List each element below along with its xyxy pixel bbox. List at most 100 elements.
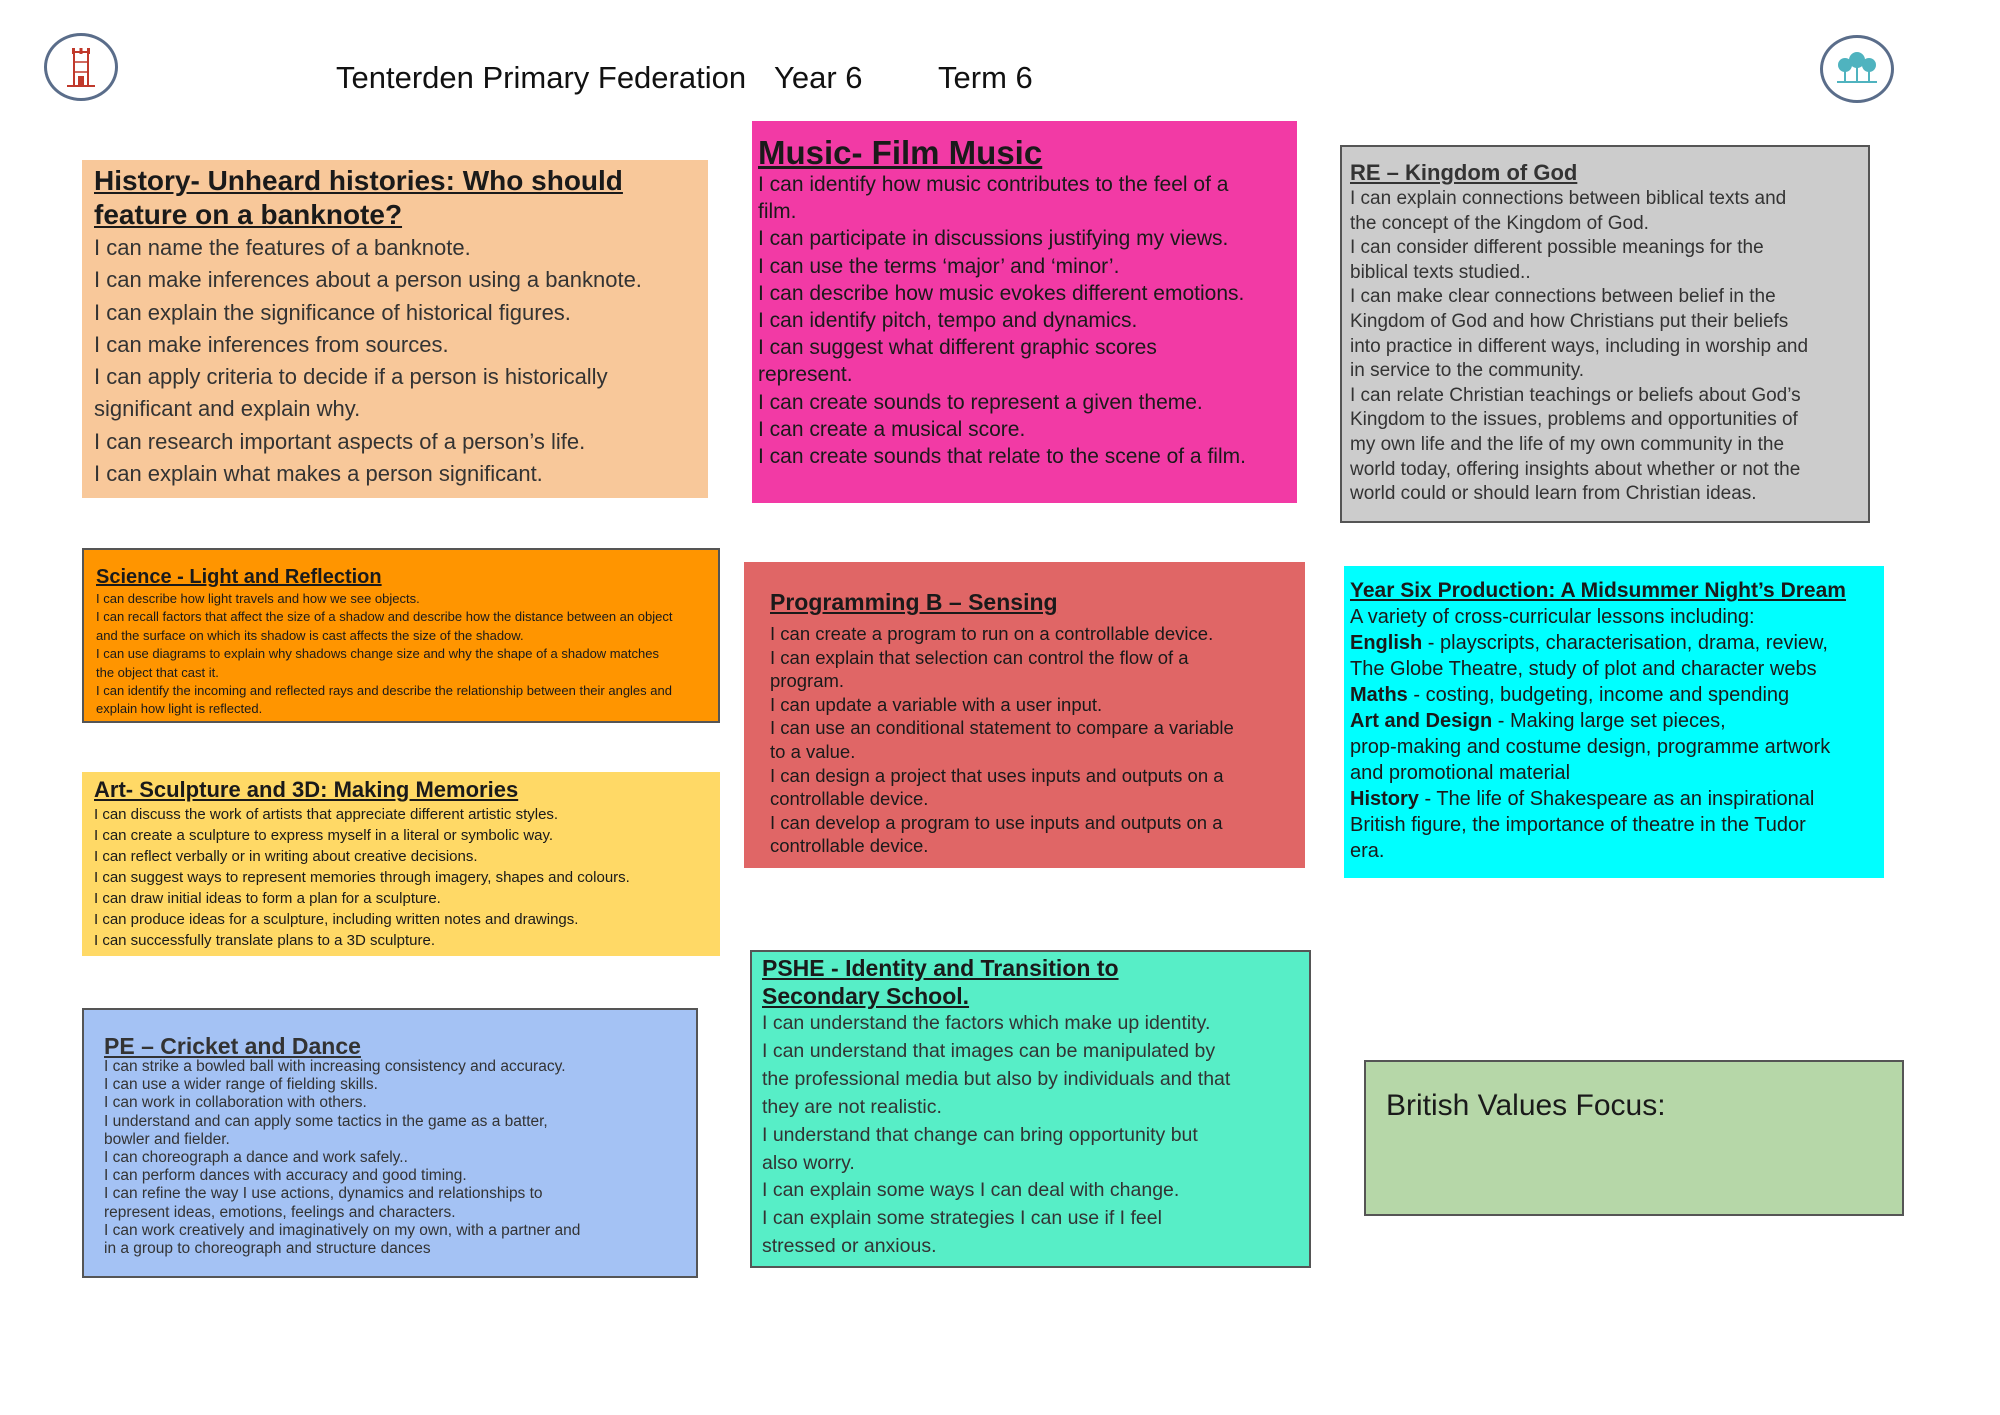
production-details: A variety of cross-curricular lessons in… xyxy=(1350,604,1878,864)
list-item: I can recall factors that affect the siz… xyxy=(96,609,673,625)
list-item: I can describe how music evokes differen… xyxy=(758,281,1245,305)
english-text: - playscripts, characterisation, drama, … xyxy=(1422,632,1828,654)
list-item: the object that cast it. xyxy=(96,664,219,680)
history-text: - The life of Shakespeare as an inspirat… xyxy=(1418,788,1815,810)
science-title: Science - Light and Reflection xyxy=(96,566,382,588)
pshe-objectives: I can understand the factors which make … xyxy=(762,1010,1299,1261)
list-item: film. xyxy=(758,200,797,224)
trees-logo-icon xyxy=(1820,35,1894,103)
production-title: Year Six Production: A Midsummer Night’s… xyxy=(1350,579,1846,602)
list-item: I can design a project that uses inputs … xyxy=(770,764,1224,786)
list-item: stressed or anxious. xyxy=(762,1235,937,1258)
list-item: I can apply criteria to decide if a pers… xyxy=(94,364,608,390)
history-continued-2: era. xyxy=(1350,840,1385,862)
list-item: I can choreograph a dance and work safel… xyxy=(104,1149,408,1167)
list-item: I can use a wider range of fielding skil… xyxy=(104,1076,378,1094)
term-label: Term 6 xyxy=(938,60,1033,95)
list-item: I can research important aspects of a pe… xyxy=(94,428,586,454)
pshe-title-line-2: Secondary School. xyxy=(762,983,970,1009)
art-title: Art- Sculpture and 3D: Making Memories xyxy=(94,777,519,802)
list-item: I can produce ideas for a sculpture, inc… xyxy=(94,911,579,928)
list-item: I understand that change can bring oppor… xyxy=(762,1123,1198,1146)
church-tower-logo-icon xyxy=(44,33,118,101)
list-item: significant and explain why. xyxy=(94,396,361,422)
list-item: I can suggest what different graphic sco… xyxy=(758,336,1157,360)
programming-title: Programming B – Sensing xyxy=(770,589,1058,615)
production-maths: Maths - costing, budgeting, income and s… xyxy=(1350,682,1878,708)
history-title: History- Unheard histories: Who should f… xyxy=(94,165,623,230)
list-item: I can identify how music contributes to … xyxy=(758,173,1229,196)
list-item: I can consider different possible meanin… xyxy=(1350,237,1764,259)
list-item: I can discuss the work of artists that a… xyxy=(94,806,559,823)
list-item: also worry. xyxy=(762,1151,855,1174)
list-item: I can use the terms ‘major’ and ‘minor’. xyxy=(758,254,1120,278)
list-item: in a group to choreograph and structure … xyxy=(104,1240,431,1258)
list-item: I can understand the factors which make … xyxy=(762,1012,1211,1034)
list-item: I can relate Christian teachings or beli… xyxy=(1350,384,1801,406)
list-item: I can create a program to run on a contr… xyxy=(770,623,1214,644)
list-item: I can create sounds to represent a given… xyxy=(758,390,1203,414)
pshe-title-line-1: PSHE - Identity and Transition to xyxy=(762,955,1119,981)
list-item: explain how light is reflected. xyxy=(96,701,263,717)
list-item: I can explain some ways I can deal with … xyxy=(762,1179,1180,1202)
production-english: English - playscripts, characterisation,… xyxy=(1350,630,1878,656)
re-objectives: I can explain connections between biblic… xyxy=(1350,187,1860,507)
art-continued-2: and promotional material xyxy=(1350,762,1571,784)
list-item: I can identify the incoming and reflecte… xyxy=(96,683,672,699)
list-item: I can identify pitch, tempo and dynamics… xyxy=(758,309,1138,333)
list-item: I can work in collaboration with others. xyxy=(104,1094,367,1112)
history-box: History- Unheard histories: Who should f… xyxy=(82,160,708,498)
list-item: I can create sounds that relate to the s… xyxy=(758,445,1246,469)
list-item: I can participate in discussions justify… xyxy=(758,227,1229,251)
list-item: in service to the community. xyxy=(1350,360,1585,382)
list-item: program. xyxy=(770,670,845,692)
list-item: I can explain connections between biblic… xyxy=(1350,188,1787,209)
music-objectives: I can identify how music contributes to … xyxy=(758,171,1291,470)
pe-objectives: I can strike a bowled ball with increasi… xyxy=(104,1058,676,1258)
pshe-box: PSHE - Identity and Transition to Second… xyxy=(750,950,1311,1268)
list-item: I can understand that images can be mani… xyxy=(762,1039,1216,1062)
list-item: the professional media but also by indiv… xyxy=(762,1067,1231,1090)
maths-label: Maths xyxy=(1350,684,1408,706)
production-intro: A variety of cross-curricular lessons in… xyxy=(1350,606,1755,628)
art-box: Art- Sculpture and 3D: Making Memories I… xyxy=(82,772,720,956)
list-item: I can successfully translate plans to a … xyxy=(94,932,436,949)
list-item: I can refine the way I use actions, dyna… xyxy=(104,1185,543,1203)
list-item: controllable device. xyxy=(770,835,929,857)
list-item: I can explain some strategies I can use … xyxy=(762,1207,1162,1230)
pe-box: PE – Cricket and Dance I can strike a bo… xyxy=(82,1008,698,1278)
list-item: I can perform dances with accuracy and g… xyxy=(104,1167,467,1185)
list-item: I can use an conditional statement to co… xyxy=(770,717,1234,739)
programming-objectives: I can create a program to run on a contr… xyxy=(770,622,1279,858)
production-box: Year Six Production: A Midsummer Night’s… xyxy=(1344,566,1884,878)
list-item: I can explain the significance of histor… xyxy=(94,299,571,325)
production-history: History - The life of Shakespeare as an … xyxy=(1350,786,1878,812)
list-item: controllable device. xyxy=(770,788,929,810)
british-values-title: British Values Focus: xyxy=(1386,1089,1666,1122)
list-item: biblical texts studied.. xyxy=(1350,261,1531,283)
english-continued: The Globe Theatre, study of plot and cha… xyxy=(1350,658,1817,680)
art-label: Art and Design xyxy=(1350,710,1493,732)
art-objectives: I can discuss the work of artists that a… xyxy=(94,804,708,951)
year-label: Year 6 xyxy=(774,60,863,95)
list-item: I can create a musical score. xyxy=(758,417,1026,441)
list-item: I can develop a program to use inputs an… xyxy=(770,811,1223,833)
list-item: they are not realistic. xyxy=(762,1095,942,1118)
list-item: I can make inferences about a person usi… xyxy=(94,267,642,293)
list-item: I can update a variable with a user inpu… xyxy=(770,693,1103,715)
maths-text: - costing, budgeting, income and spendin… xyxy=(1407,684,1790,706)
programming-box: Programming B – Sensing I can create a p… xyxy=(744,562,1305,868)
list-item: represent ideas, emotions, feelings and … xyxy=(104,1203,456,1221)
list-item: to a value. xyxy=(770,740,856,762)
list-item: world today, offering insights about whe… xyxy=(1350,458,1801,480)
art-continued-1: prop-making and costume design, programm… xyxy=(1350,736,1831,758)
music-title: Music- Film Music xyxy=(758,134,1043,171)
art-text: - Making large set pieces, xyxy=(1492,710,1726,732)
english-label: English xyxy=(1350,632,1423,654)
re-title: RE – Kingdom of God xyxy=(1350,160,1578,185)
list-item: I can work creatively and imaginatively … xyxy=(104,1221,581,1239)
list-item: I can explain that selection can control… xyxy=(770,646,1189,668)
list-item: world could or should learn from Christi… xyxy=(1350,483,1757,505)
list-item: I understand and can apply some tactics … xyxy=(104,1112,548,1130)
history-continued-1: British figure, the importance of theatr… xyxy=(1350,814,1806,836)
